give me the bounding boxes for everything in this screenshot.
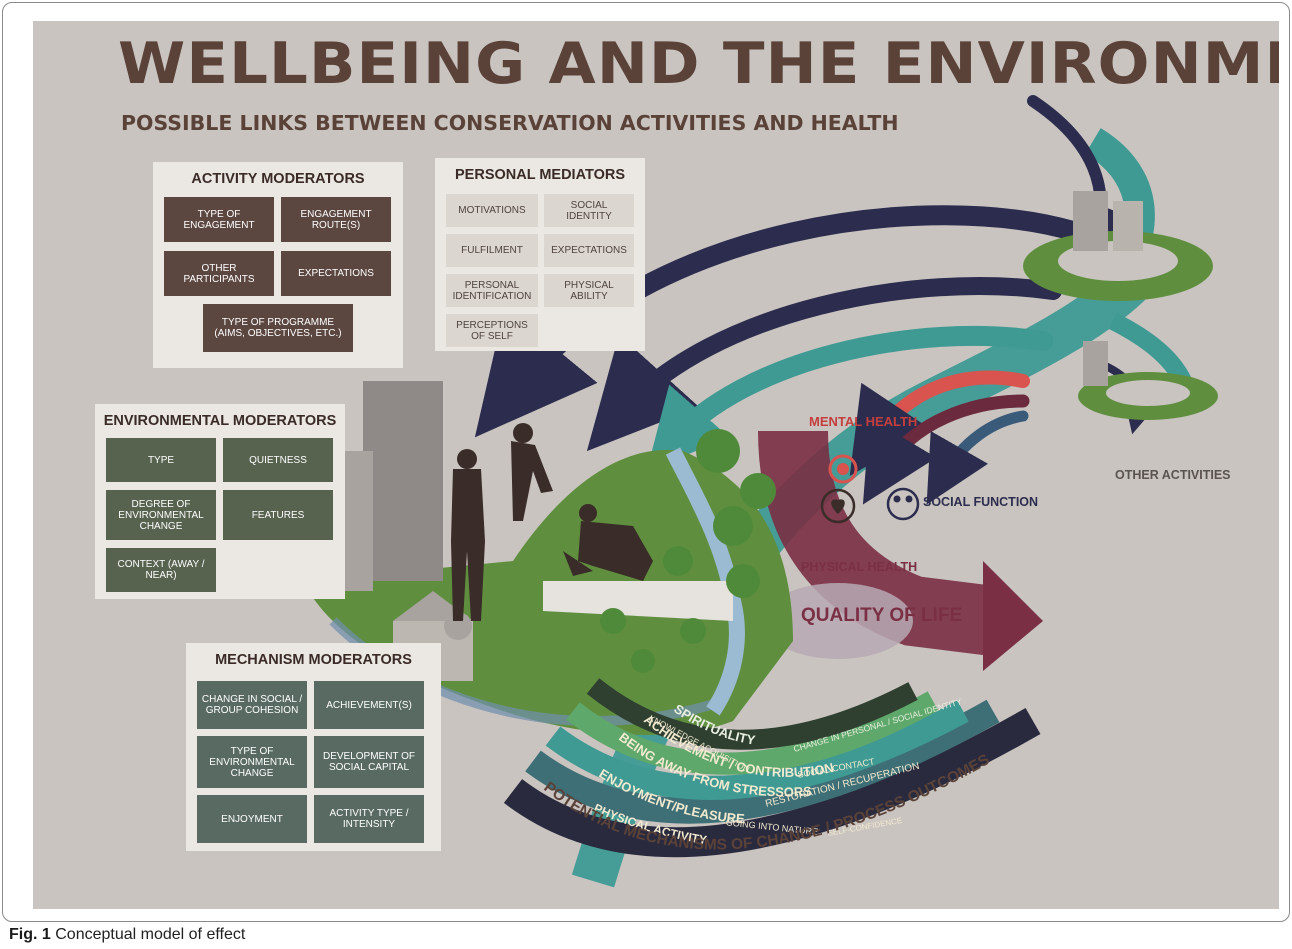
environmental-moderators-title: ENVIRONMENTAL MODERATORS xyxy=(103,413,337,429)
environmental-moderators-panel: ENVIRONMENTAL MODERATORS TYPE QUIETNESS … xyxy=(95,404,345,599)
personal-mediator-item: MOTIVATIONS xyxy=(446,194,538,227)
caption-text: Conceptual model of effect xyxy=(55,926,246,943)
mechanism-moderator-item: DEVELOPMENT OF SOCIAL CAPITAL xyxy=(314,736,424,788)
activity-moderators-title: ACTIVITY MODERATORS xyxy=(191,171,365,187)
quality-of-life-label: QUALITY OF LIFE xyxy=(801,605,962,626)
page-subtitle: POSSIBLE LINKS BETWEEN CONSERVATION ACTI… xyxy=(121,111,899,135)
caption-label: Fig. 1 xyxy=(9,926,51,943)
figure-frame: MENTAL HEALTH PHYSICAL HEALTH SOCIAL FUN… xyxy=(2,2,1290,922)
other-activities-label: OTHER ACTIVITIES xyxy=(1115,468,1231,482)
mechanism-moderator-item: CHANGE IN SOCIAL / GROUP COHESION xyxy=(197,681,307,729)
mechanism-moderators-panel: MECHANISM MODERATORS CHANGE IN SOCIAL / … xyxy=(186,643,441,851)
activity-moderators-panel: ACTIVITY MODERATORS TYPE OF ENGAGEMENT E… xyxy=(153,162,403,368)
infographic: MENTAL HEALTH PHYSICAL HEALTH SOCIAL FUN… xyxy=(33,21,1279,909)
personal-mediators-panel: PERSONAL MEDIATORS MOTIVATIONS SOCIAL ID… xyxy=(435,158,645,351)
environmental-moderator-item: FEATURES xyxy=(223,490,333,540)
figure-caption: Fig. 1 Conceptual model of effect xyxy=(9,926,245,944)
mechanism-moderator-item: ACTIVITY TYPE / INTENSITY xyxy=(314,795,424,843)
personal-mediator-item: EXPECTATIONS xyxy=(544,234,634,267)
buildings-illustration xyxy=(333,381,473,681)
environmental-moderator-item: TYPE xyxy=(106,438,216,482)
social-function-label: SOCIAL FUNCTION xyxy=(923,495,1038,509)
environmental-moderator-item: QUIETNESS xyxy=(223,438,333,482)
mechanism-moderator-item: ACHIEVEMENT(S) xyxy=(314,681,424,729)
environmental-moderator-item: CONTEXT (AWAY / NEAR) xyxy=(106,548,216,592)
mechanism-moderator-item: ENJOYMENT xyxy=(197,795,307,843)
personal-mediators-title: PERSONAL MEDIATORS xyxy=(455,167,625,183)
activity-moderator-item: OTHER PARTICIPANTS xyxy=(164,251,274,296)
environmental-moderator-item: DEGREE OF ENVIRONMENTAL CHANGE xyxy=(106,490,216,540)
personal-mediator-item: PHYSICAL ABILITY xyxy=(544,274,634,307)
other-activities-illustration xyxy=(1023,191,1218,420)
activity-moderator-item: EXPECTATIONS xyxy=(281,251,391,296)
outcome-icons xyxy=(820,454,920,524)
mechanism-moderators-title: MECHANISM MODERATORS xyxy=(215,652,412,668)
mental-health-label: MENTAL HEALTH xyxy=(809,414,917,429)
physical-health-label: PHYSICAL HEALTH xyxy=(801,560,917,574)
page-title: WELLBEING AND THE ENVIRONMENT: xyxy=(118,31,1279,97)
personal-mediator-item: SOCIAL IDENTITY xyxy=(544,194,634,227)
mechanism-moderator-item: TYPE OF ENVIRONMENTAL CHANGE xyxy=(197,736,307,788)
activity-moderator-item: TYPE OF PROGRAMME (AIMS, OBJECTIVES, ETC… xyxy=(203,304,353,352)
mechanism-arcs xyxy=(503,678,1041,858)
trees-illustration xyxy=(600,429,776,673)
volunteers-silhouette xyxy=(451,423,653,621)
personal-mediator-item: PERCEPTIONS OF SELF xyxy=(446,314,538,347)
activity-moderator-item: TYPE OF ENGAGEMENT xyxy=(164,197,274,242)
personal-mediator-item: FULFILMENT xyxy=(446,234,538,267)
activity-moderator-item: ENGAGEMENT ROUTE(S) xyxy=(281,197,391,242)
personal-mediator-item: PERSONAL IDENTIFICATION xyxy=(446,274,538,307)
infographic-graphic: MENTAL HEALTH PHYSICAL HEALTH SOCIAL FUN… xyxy=(303,95,1231,888)
